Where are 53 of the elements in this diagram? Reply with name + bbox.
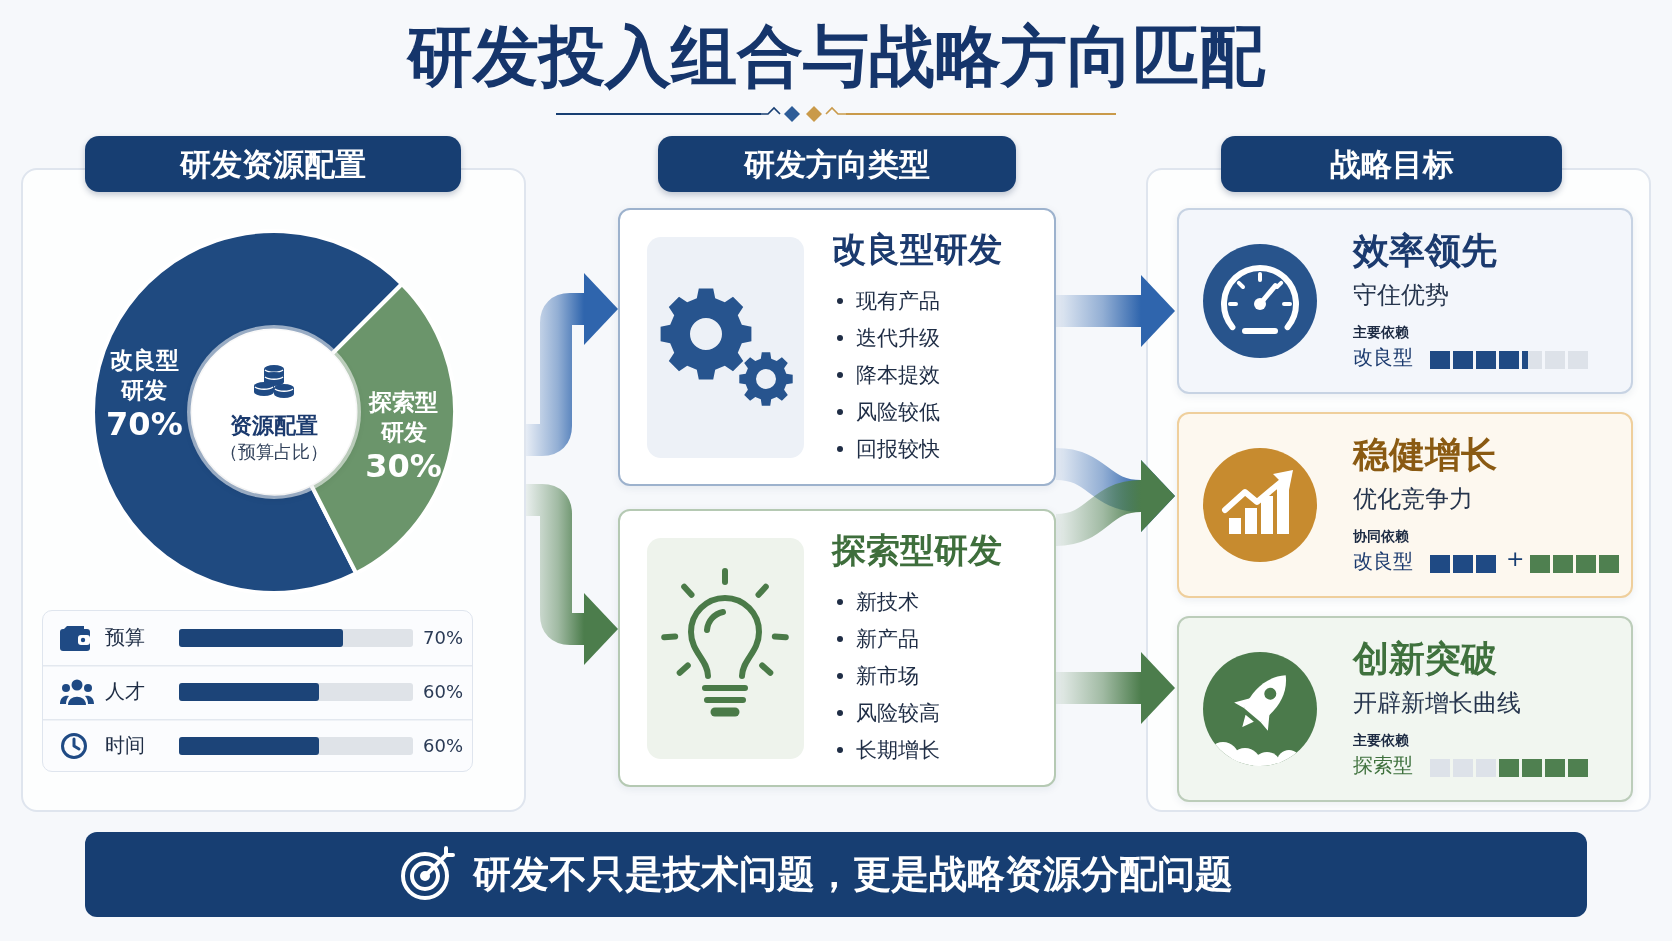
card-title: 改良型研发 [832, 228, 1002, 271]
value-label: 60% [423, 735, 463, 758]
list-item: 新产品 [834, 626, 919, 653]
list-item: 风险较高 [834, 700, 940, 727]
arrow [526, 484, 618, 665]
card-subtitle: 开辟新增长曲线 [1353, 688, 1521, 718]
bar-label: 人才 [105, 679, 145, 704]
plus-sign: + [1506, 545, 1525, 573]
list-item: 降本提效 [834, 362, 940, 389]
center-sublabel: （预算占比） [220, 441, 328, 464]
dependency-label: 主要依赖 [1353, 732, 1409, 750]
bar-label: 时间 [105, 733, 145, 758]
value-label: 70% [423, 627, 463, 650]
dependency-type: 改良型 [1353, 345, 1413, 370]
section-heading: 研发资源配置 [85, 136, 461, 192]
list-item: 现有产品 [834, 288, 940, 315]
section-heading: 研发方向类型 [658, 136, 1016, 192]
bar-label: 预算 [105, 625, 145, 650]
title: 研发投入组合与战略方向匹配 [407, 17, 1265, 97]
card [1177, 616, 1633, 802]
card-title: 探索型研发 [832, 529, 1002, 572]
slice-label: 改良型研发 [108, 346, 180, 406]
card-title: 效率领先 [1353, 229, 1497, 273]
list-item: 回报较快 [834, 436, 940, 463]
arrow [526, 273, 618, 456]
banner [85, 832, 1587, 917]
arrow [1056, 275, 1175, 347]
value-label: 60% [423, 681, 463, 704]
card-title: 创新突破 [1353, 637, 1497, 681]
card-subtitle: 优化竞争力 [1353, 484, 1473, 514]
arrow [1054, 460, 1175, 546]
slice-value: 70% [106, 405, 183, 444]
list-item: 风险较低 [834, 399, 940, 426]
card [1177, 412, 1633, 598]
card [1177, 208, 1633, 394]
dependency-type: 改良型 [1353, 549, 1413, 574]
slice-value: 30% [365, 446, 442, 485]
list-item: 迭代升级 [834, 325, 940, 352]
card [618, 208, 1056, 486]
center-label: 资源配置 [230, 412, 318, 440]
list-item: 新技术 [834, 589, 919, 616]
dependency-type: 探索型 [1353, 753, 1413, 778]
section-heading: 战略目标 [1221, 136, 1562, 192]
banner-text: 研发不只是技术问题，更是战略资源分配问题 [473, 851, 1233, 898]
list-item: 新市场 [834, 663, 919, 690]
list-item: 长期增长 [834, 737, 940, 764]
arrow [1056, 652, 1175, 724]
card-subtitle: 守住优势 [1353, 280, 1449, 310]
card-title: 稳健增长 [1353, 433, 1497, 477]
dependency-label: 主要依赖 [1353, 324, 1409, 342]
slice-label: 探索型研发 [367, 387, 440, 447]
dependency-label: 协同依赖 [1353, 528, 1409, 546]
card [618, 509, 1056, 787]
